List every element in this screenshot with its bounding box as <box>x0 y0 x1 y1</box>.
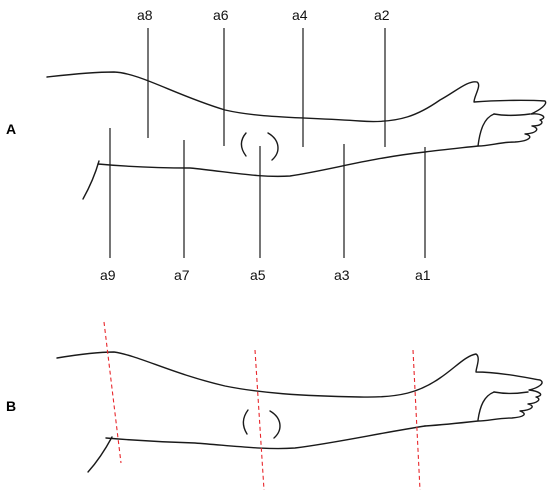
label-a1: a1 <box>415 267 431 283</box>
hand-to-back-stroke <box>87 436 113 473</box>
elbow-fold-left <box>240 132 247 157</box>
wrist-crease <box>477 113 495 147</box>
label-a8: a8 <box>137 7 153 23</box>
elbow-fold-right <box>267 132 279 161</box>
arm-upper-contour <box>46 71 547 153</box>
hand-to-back-stroke <box>82 160 100 200</box>
panel-a-label: A <box>6 121 16 137</box>
thumb-crease <box>493 113 531 117</box>
arm-lower-contour <box>105 425 426 450</box>
arm-upper-contour <box>56 351 543 427</box>
arm-lower-contour <box>97 151 426 178</box>
label-a9: a9 <box>100 267 116 283</box>
panel-a-arm-outline <box>46 71 547 200</box>
cut-line-elbow <box>254 349 265 491</box>
cut-line-upper-arm <box>103 321 122 464</box>
cut-line-wrist <box>412 349 421 491</box>
wrist-crease <box>477 391 495 421</box>
panel-b-label: B <box>6 398 16 414</box>
panel-a: A a8 a6 a4 a2 a9 a7 a5 a3 a1 <box>6 7 547 283</box>
elbow-fold-left <box>242 409 249 435</box>
panel-b: B <box>6 321 543 491</box>
label-a3: a3 <box>334 267 350 283</box>
label-a2: a2 <box>374 7 390 23</box>
label-a4: a4 <box>292 7 308 23</box>
label-a5: a5 <box>250 267 266 283</box>
elbow-fold-right <box>269 410 281 439</box>
thumb-crease <box>493 391 529 395</box>
label-a6: a6 <box>213 7 229 23</box>
label-a7: a7 <box>174 267 190 283</box>
panel-b-arm-outline <box>56 351 543 473</box>
